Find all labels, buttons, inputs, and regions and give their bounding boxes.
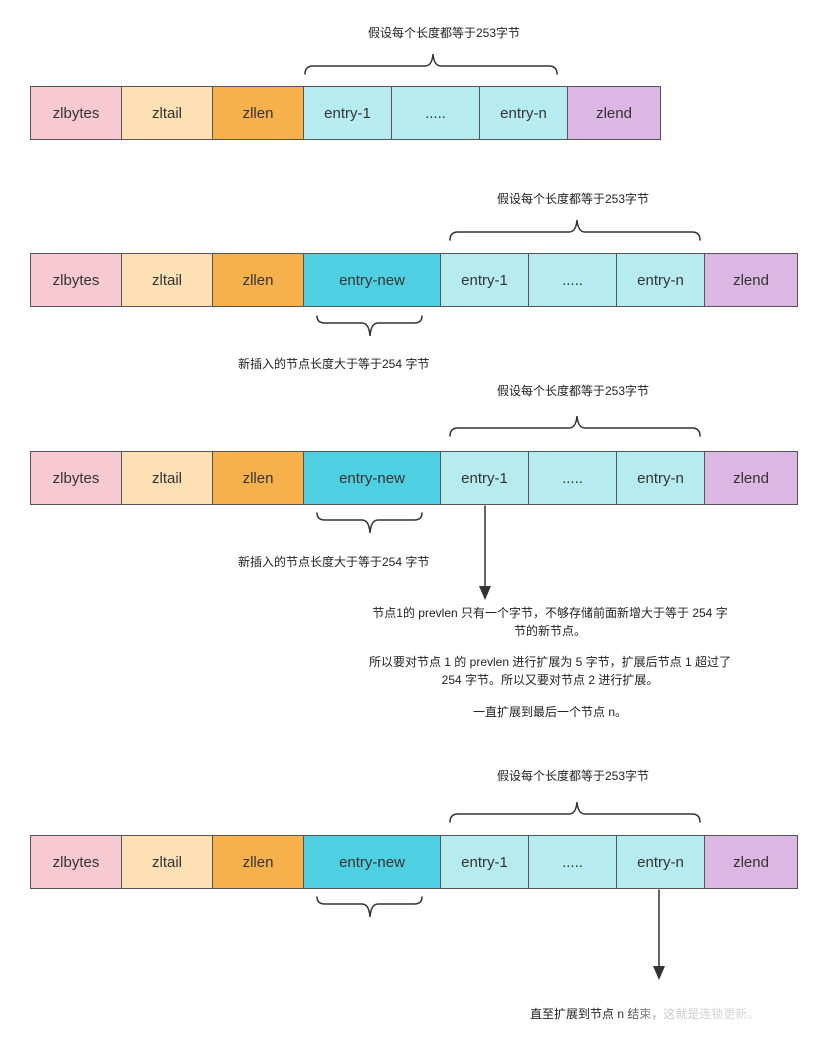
brace-top-3 — [449, 415, 701, 437]
explanation-line-3: 所以要对节点 1 的 prevlen 进行扩展为 5 字节，扩展后节点 1 超过… — [368, 655, 732, 669]
cell-zllen: zllen — [213, 254, 304, 306]
brace-label-4: 假设每个长度都等于253字节 — [497, 769, 650, 783]
cell-zltail: zltail — [122, 452, 213, 504]
cell-zllen: zllen — [213, 452, 304, 504]
ziplist-row-2: zlbytes zltail zllen entry-new entry-1 .… — [30, 253, 798, 307]
cell-zltail: zltail — [122, 836, 213, 888]
brace-top-1 — [304, 53, 558, 75]
explanation-line-2: 节的新节点。 — [513, 624, 586, 638]
brace-top-2 — [449, 219, 701, 241]
cell-zlend: zlend — [568, 87, 660, 139]
cell-entry-n: entry-n — [617, 836, 705, 888]
cell-entry-n: entry-n — [480, 87, 568, 139]
brace-top-4 — [449, 801, 701, 823]
cell-zlend: zlend — [705, 254, 797, 306]
cell-zlbytes: zlbytes — [31, 452, 122, 504]
cell-zlend: zlend — [705, 452, 797, 504]
cell-zlbytes: zlbytes — [31, 836, 122, 888]
cell-zlbytes: zlbytes — [31, 254, 122, 306]
cell-entry-1: entry-1 — [441, 254, 529, 306]
cell-zlend: zlend — [705, 836, 797, 888]
cell-entry-ellipsis: ..... — [529, 452, 617, 504]
explanation-line-4: 254 字节。所以又要对节点 2 进行扩展。 — [441, 673, 659, 687]
explanation-line-1: 节点1的 prevlen 只有一个字节，不够存储前面新增大于等于 254 字 — [372, 606, 728, 620]
cell-entry-new: entry-new — [304, 452, 441, 504]
cell-zltail: zltail — [122, 254, 213, 306]
cell-entry-1: entry-1 — [441, 452, 529, 504]
brace-label-3: 假设每个长度都等于253字节 — [497, 384, 650, 398]
new-node-label-2: 新插入的节点长度大于等于254 字节 — [238, 357, 430, 371]
cell-entry-ellipsis: ..... — [529, 836, 617, 888]
cell-entry-ellipsis: ..... — [529, 254, 617, 306]
brace-bottom-4 — [316, 896, 423, 918]
watermark-overlay — [618, 1004, 778, 1022]
cell-entry-1: entry-1 — [304, 87, 392, 139]
arrow-head-entry1 — [479, 586, 491, 600]
cell-zlbytes: zlbytes — [31, 87, 122, 139]
ziplist-row-4: zlbytes zltail zllen entry-new entry-1 .… — [30, 835, 798, 889]
cell-entry-ellipsis: ..... — [392, 87, 480, 139]
brace-bottom-2 — [316, 315, 423, 337]
cell-entry-new: entry-new — [304, 254, 441, 306]
brace-bottom-3 — [316, 512, 423, 534]
brace-label-1: 假设每个长度都等于253字节 — [368, 26, 521, 40]
cell-zltail: zltail — [122, 87, 213, 139]
cell-entry-new: entry-new — [304, 836, 441, 888]
cell-zllen: zllen — [213, 836, 304, 888]
cell-zllen: zllen — [213, 87, 304, 139]
cell-entry-n: entry-n — [617, 452, 705, 504]
explanation-line-5: 一直扩展到最后一个节点 n。 — [472, 705, 627, 719]
new-node-label-3: 新插入的节点长度大于等于254 字节 — [238, 555, 430, 569]
brace-label-2: 假设每个长度都等于253字节 — [497, 192, 650, 206]
cell-entry-n: entry-n — [617, 254, 705, 306]
ziplist-row-1: zlbytes zltail zllen entry-1 ..... entry… — [30, 86, 661, 140]
ziplist-row-3: zlbytes zltail zllen entry-new entry-1 .… — [30, 451, 798, 505]
cell-entry-1: entry-1 — [441, 836, 529, 888]
arrow-head-entryn — [653, 966, 665, 980]
